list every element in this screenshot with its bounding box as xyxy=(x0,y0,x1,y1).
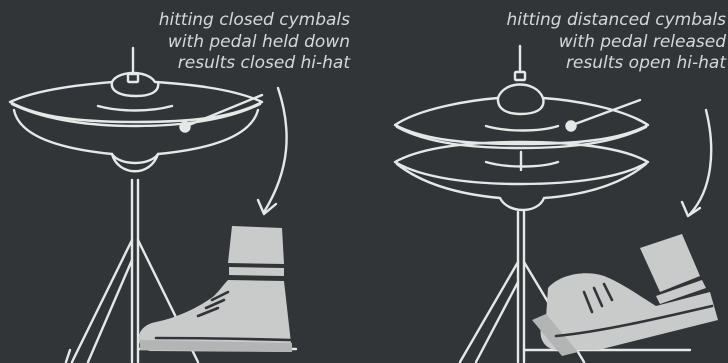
caption-line: hitting distanced cymbals xyxy=(506,10,726,32)
stand-leg-left xyxy=(72,240,132,362)
foot-releasing-pedal xyxy=(532,234,718,356)
caption-open: hitting distanced cymbals with pedal rel… xyxy=(506,10,726,75)
caption-line: hitting closed cymbals xyxy=(159,10,350,32)
stick-hit-point xyxy=(181,123,190,132)
caption-closed: hitting closed cymbals with pedal held d… xyxy=(159,10,350,75)
stick-hit-point xyxy=(567,122,576,131)
top-cymbal xyxy=(10,73,262,122)
stick-pointer xyxy=(189,95,262,125)
stand-leg-left xyxy=(460,262,518,362)
caption-line: with pedal held down xyxy=(159,32,350,54)
clutch-nut xyxy=(128,74,138,82)
caption-arrow xyxy=(690,110,711,214)
caption-line: results open hi-hat xyxy=(506,53,726,75)
caption-line: results closed hi-hat xyxy=(159,53,350,75)
caption-line: with pedal released xyxy=(506,32,726,54)
caption-arrow xyxy=(264,88,287,212)
